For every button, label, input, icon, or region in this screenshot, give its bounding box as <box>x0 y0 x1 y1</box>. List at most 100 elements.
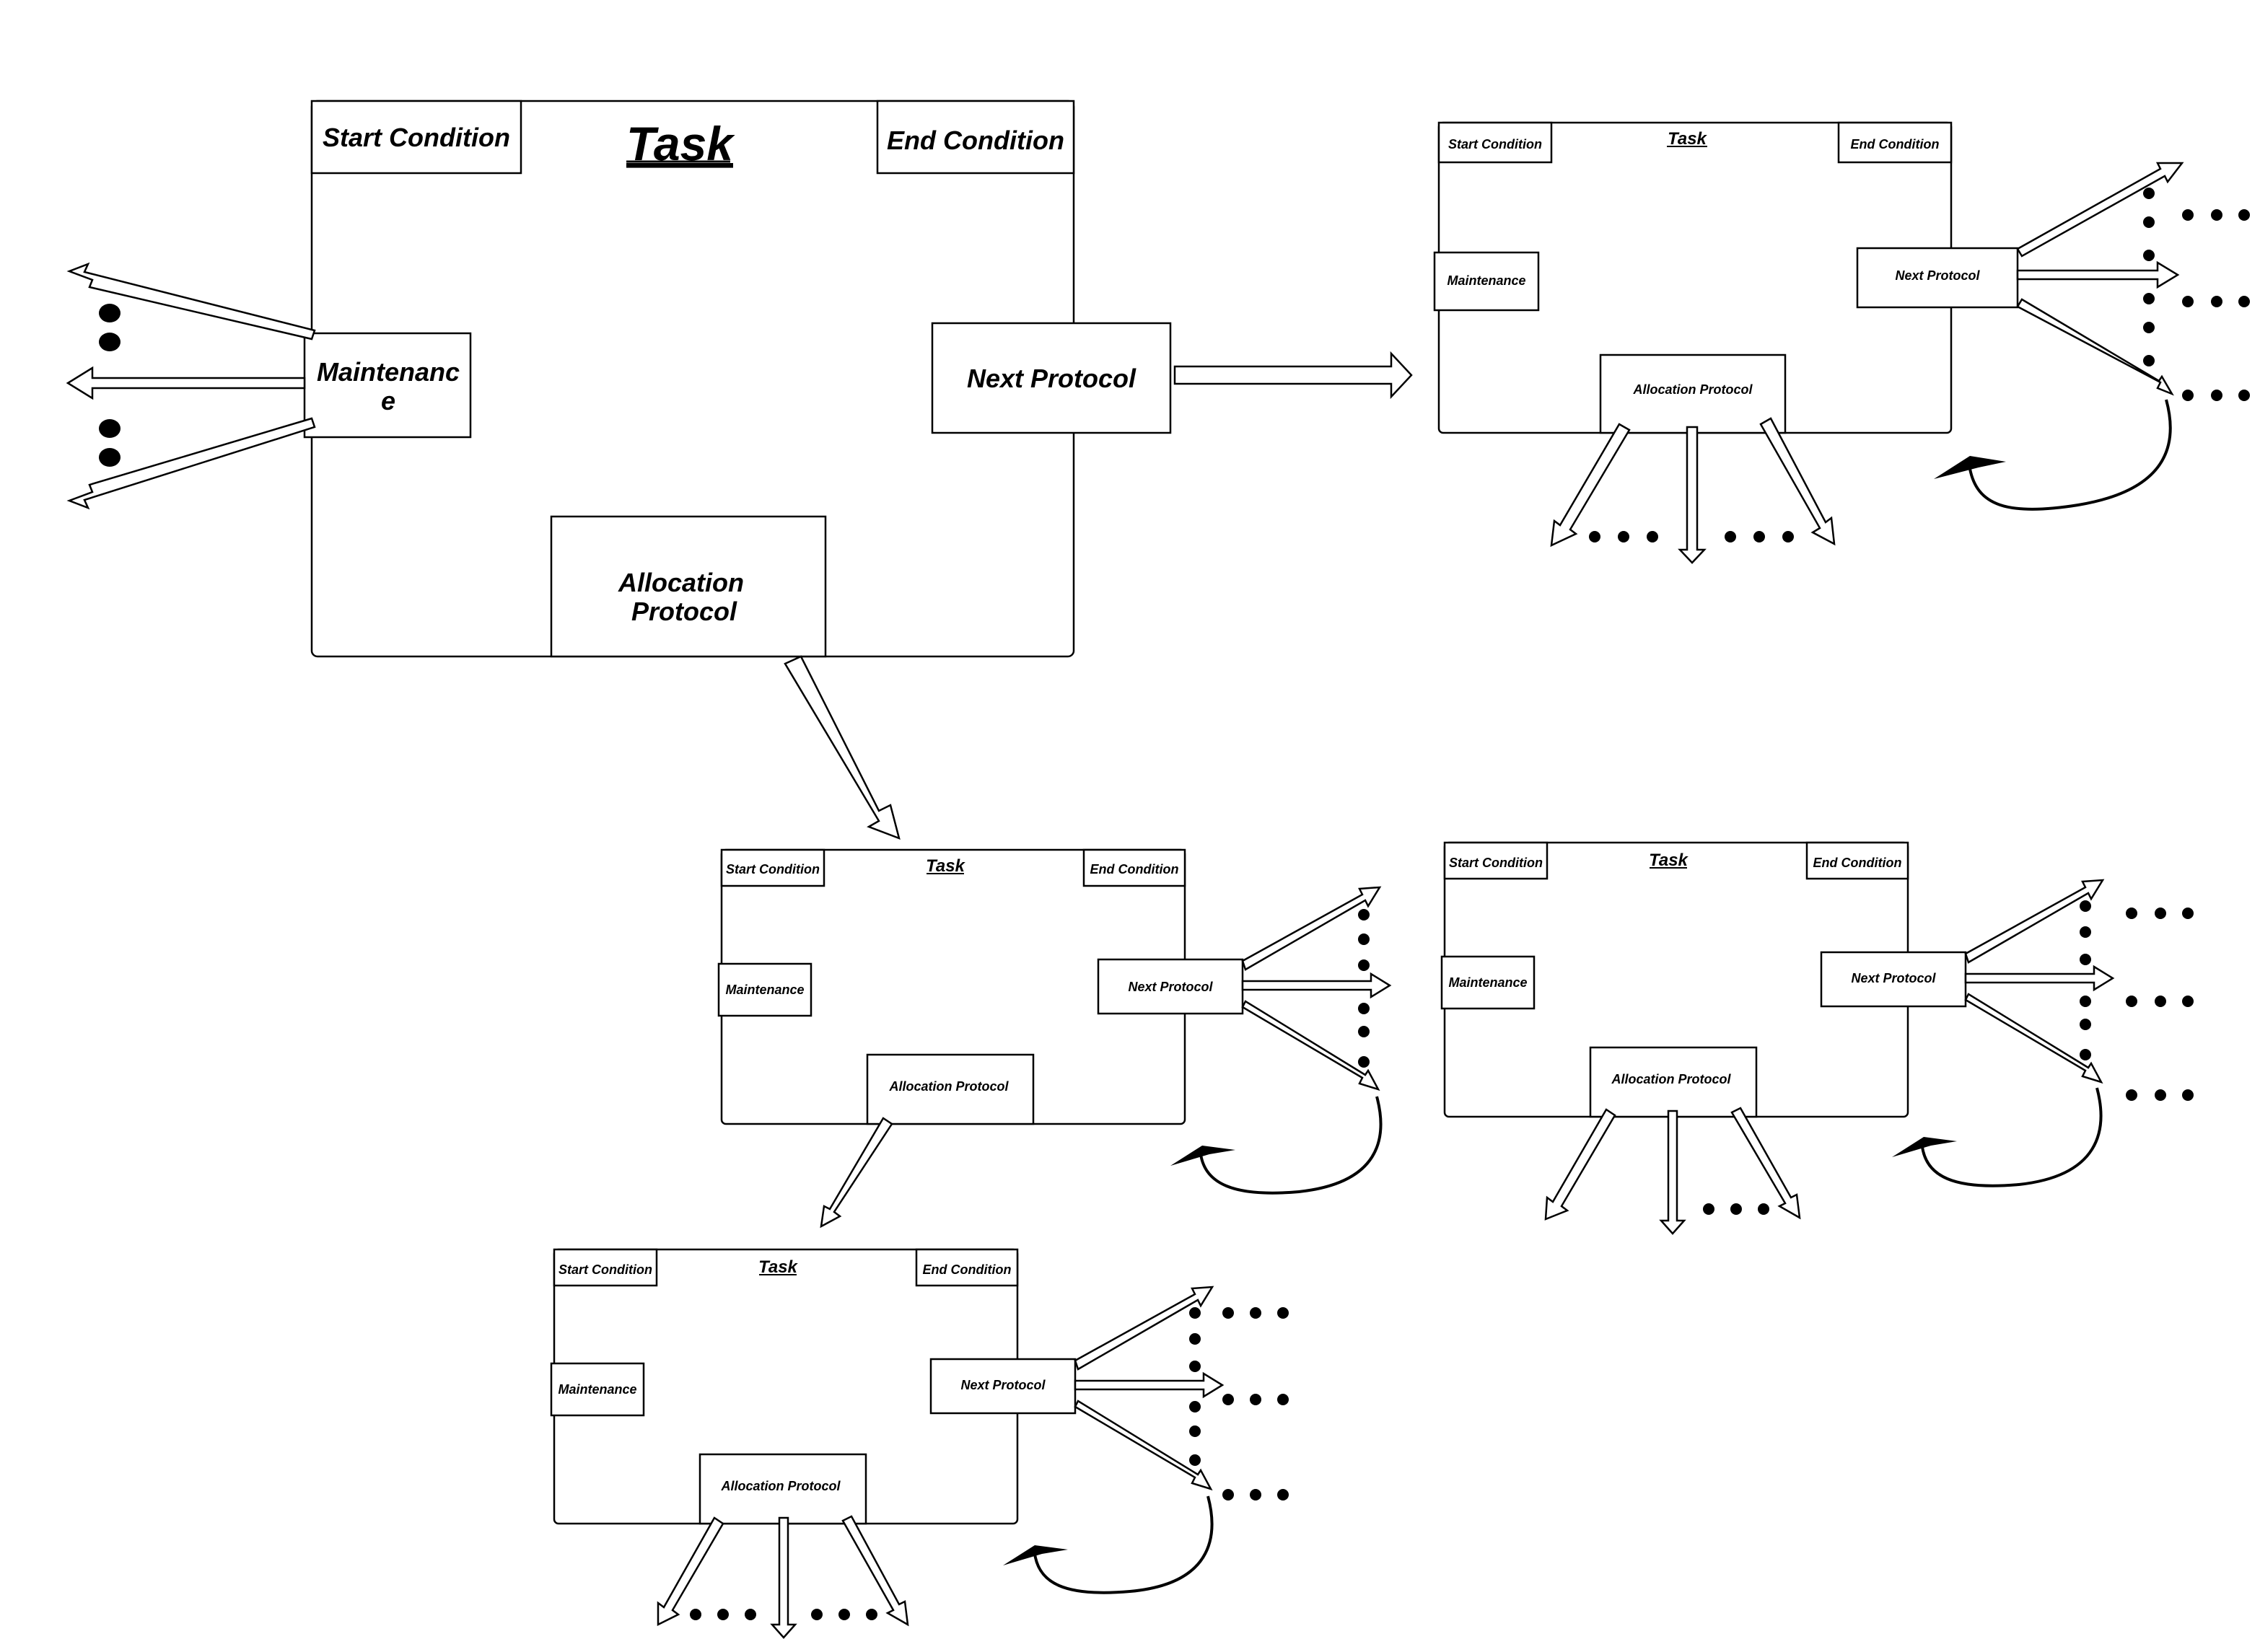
sub-allocation-arrows <box>657 1515 909 1639</box>
ellipsis-dot <box>2182 209 2194 221</box>
fanout-arrow-down <box>1964 993 2103 1084</box>
sub-fanout-ellipsis <box>1189 1307 1289 1501</box>
allocated-end-condition-box <box>1082 848 1186 887</box>
sibling-end-condition-box <box>1805 841 1909 880</box>
sub-next-protocol-arrows <box>1074 1286 1225 1491</box>
ellipsis-dot <box>1647 531 1658 542</box>
fanout-arrow-right <box>2016 260 2180 289</box>
ellipsis-dot <box>99 333 121 351</box>
next-maintenance-box <box>1433 251 1540 312</box>
allocated-end-condition-label: End Condition <box>1090 862 1179 876</box>
ellipsis-dot <box>717 1609 729 1620</box>
sub-maintenance-label: Maintenance <box>558 1382 636 1397</box>
ellipsis-dot <box>2143 188 2155 199</box>
ellipsis-dot <box>2182 296 2194 307</box>
sub-start-condition-box <box>553 1248 658 1287</box>
ellipsis-dot <box>1250 1307 1261 1319</box>
next-start-condition-label: Start Condition <box>1448 137 1542 151</box>
next-maintenance-label: Maintenance <box>1447 273 1525 288</box>
ellipsis-dot <box>99 419 121 438</box>
ellipsis-dot <box>2182 1089 2194 1101</box>
ellipsis-dot <box>2143 322 2155 333</box>
main-next-protocol-arrow <box>1173 351 1413 400</box>
main-next-protocol-box <box>931 322 1172 434</box>
main-maintenance-box <box>303 332 472 439</box>
ellipsis-dot <box>2211 390 2222 401</box>
ellipsis-dot <box>2143 293 2155 304</box>
ellipsis-dot <box>2143 355 2155 366</box>
sub-end-condition-box <box>915 1248 1019 1287</box>
sibling-task: Start Condition End Condition Task Maint… <box>1440 841 2194 1235</box>
sub-end-condition-label: End Condition <box>923 1262 1012 1277</box>
main-end-condition-label: End Condition <box>887 126 1064 155</box>
fanout-arrow-down <box>1241 1000 1380 1091</box>
ellipsis-dot <box>838 1609 850 1620</box>
main-start-condition-box <box>310 100 522 175</box>
alloc-arrow-down <box>770 1516 797 1639</box>
main-maintenance-ellipsis <box>99 304 121 467</box>
allocated-allocation-protocol-label: Allocation Protocol <box>888 1079 1009 1094</box>
ellipsis-dot <box>1758 1203 1769 1215</box>
fanout-arrow-up <box>1241 886 1382 971</box>
next-allocation-protocol-label: Allocation Protocol <box>1632 382 1753 397</box>
sibling-maintenance-label: Maintenance <box>1448 975 1527 990</box>
ellipsis-dot <box>2211 209 2222 221</box>
ellipsis-dot <box>1222 1394 1234 1405</box>
sub-next-protocol-label: Next Protocol <box>960 1378 1046 1392</box>
next-fanout-ellipsis <box>2143 188 2250 401</box>
ellipsis-dot <box>1358 1003 1370 1014</box>
ellipsis-dot <box>2238 296 2250 307</box>
main-maintenance-arrows <box>66 262 316 510</box>
ellipsis-dot <box>2126 908 2137 919</box>
sub-allocation-ellipsis <box>690 1609 877 1620</box>
next-loop-arrow <box>1968 399 2172 511</box>
ellipsis-dot <box>1250 1394 1261 1405</box>
sub-loop-arrow-head <box>1003 1545 1068 1565</box>
sub-maintenance-box <box>550 1362 645 1417</box>
main-task: Start Condition End Condition Task Maint… <box>66 100 1413 840</box>
fanout-arrow-up <box>1074 1286 1214 1371</box>
fanout-arrow-right <box>1964 965 2115 992</box>
alloc-arrow-left <box>1544 1108 1616 1221</box>
ellipsis-dot <box>1753 531 1765 542</box>
ellipsis-dot <box>2182 996 2194 1007</box>
sub-next-protocol-box <box>929 1358 1077 1415</box>
ellipsis-dot <box>2211 296 2222 307</box>
ellipsis-dot <box>1725 531 1736 542</box>
sibling-loop-arrow <box>1921 1087 2103 1187</box>
allocated-allocation-arrow <box>820 1117 893 1229</box>
alloc-arrow-right <box>1730 1107 1801 1220</box>
ellipsis-dot <box>1189 1361 1201 1372</box>
allocated-maintenance-label: Maintenance <box>725 983 804 997</box>
ellipsis-dot <box>811 1609 823 1620</box>
sibling-task-title: Task <box>1649 851 1689 870</box>
sub-allocation-protocol-label: Allocation Protocol <box>720 1479 841 1493</box>
allocated-allocation-protocol-box <box>866 1053 1035 1125</box>
sub-task-title: Task <box>758 1257 798 1277</box>
ellipsis-dot <box>1222 1489 1234 1501</box>
next-task-title: Task <box>1668 129 1707 149</box>
sibling-start-condition-box <box>1443 841 1549 880</box>
sibling-maintenance-box <box>1440 955 1536 1010</box>
next-end-condition-label: End Condition <box>1851 137 1940 151</box>
ellipsis-dot <box>1618 531 1629 542</box>
allocated-start-condition-box <box>720 848 825 887</box>
alloc-arrow-down <box>1678 426 1707 564</box>
fanout-arrow-right <box>1074 1371 1225 1399</box>
ellipsis-dot <box>99 304 121 322</box>
main-maintenance-label-line1: Maintenanc <box>317 357 460 387</box>
main-allocation-protocol-label-line2: Protocol <box>631 597 737 626</box>
next-end-condition-box <box>1837 121 1953 164</box>
ellipsis-dot <box>745 1609 756 1620</box>
sub-allocation-protocol-box <box>698 1453 867 1525</box>
main-allocation-protocol-arrow <box>784 655 901 840</box>
alloc-arrow-right <box>1759 417 1836 546</box>
fanout-arrow-right <box>1241 972 1392 999</box>
ellipsis-dot <box>2238 390 2250 401</box>
ellipsis-dot <box>2080 1049 2091 1060</box>
ellipsis-dot <box>2155 1089 2166 1101</box>
fanout-arrow-down <box>2016 298 2174 396</box>
ellipsis-dot <box>1358 1056 1370 1068</box>
next-allocation-protocol-box <box>1599 353 1787 434</box>
allocated-next-protocol-box <box>1097 958 1244 1015</box>
